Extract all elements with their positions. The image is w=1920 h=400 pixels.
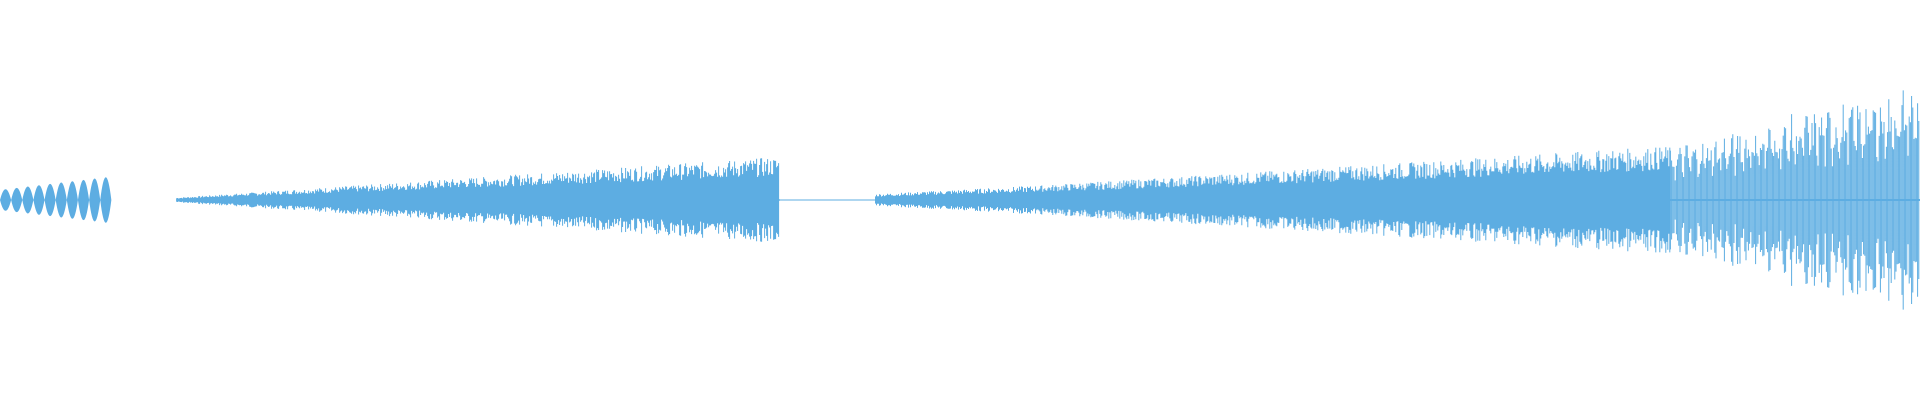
waveform-lobes: [0, 177, 112, 223]
waveform-segment-5: [1036, 147, 1671, 253]
waveform-segment-4: [875, 186, 1037, 214]
waveform-series: [0, 90, 1920, 310]
waveform-segment-1: [0, 177, 112, 223]
waveform-segment-6: [1669, 90, 1920, 310]
waveform-segment-2: [176, 158, 780, 242]
